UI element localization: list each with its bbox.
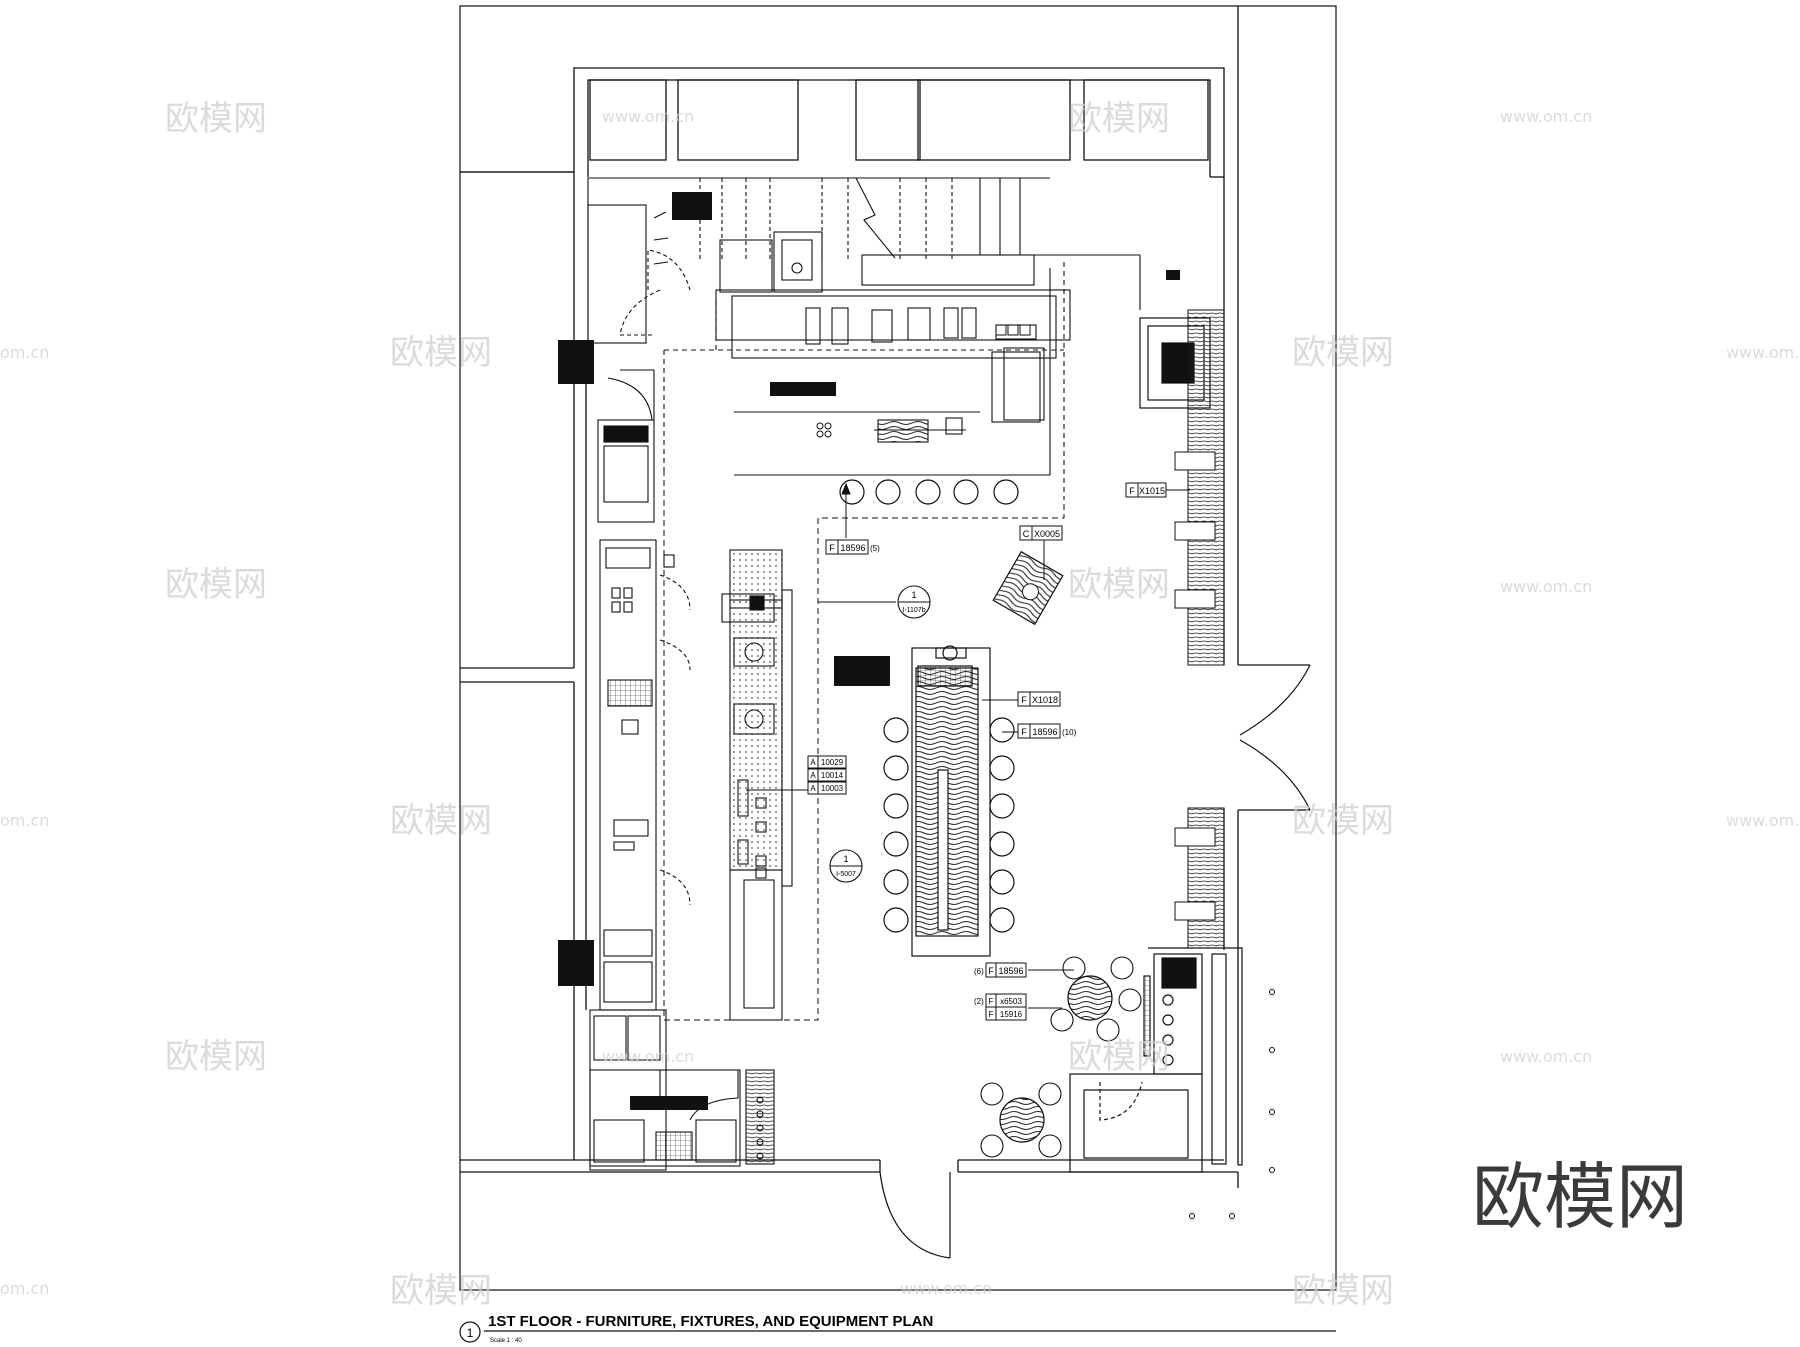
svg-text:om.cn: om.cn bbox=[0, 1279, 49, 1298]
tag-qty: (6) bbox=[974, 967, 984, 976]
section-number: 1 bbox=[843, 854, 848, 864]
tag-letter: F bbox=[1021, 727, 1027, 737]
section-mark-1107b: 1 I-1107b bbox=[897, 585, 931, 619]
central-prep-counter bbox=[721, 549, 793, 1021]
tag-letter: F bbox=[989, 1010, 994, 1019]
svg-text:www.om.cn: www.om.cn bbox=[1726, 811, 1800, 830]
wall-shelving-right bbox=[1174, 309, 1225, 949]
exterior-bollards bbox=[1189, 989, 1275, 1219]
svg-text:欧模网: 欧模网 bbox=[1292, 801, 1394, 841]
kitchen-black-fixtures bbox=[630, 192, 1180, 1110]
tag-code: X0005 bbox=[1034, 529, 1060, 539]
tag-letter: F bbox=[1021, 695, 1027, 705]
svg-text:欧模网: 欧模网 bbox=[390, 333, 492, 373]
svg-text:om.cn: om.cn bbox=[0, 343, 49, 362]
round-table-upper bbox=[1050, 956, 1142, 1042]
tag-f-x1018: F X1018 bbox=[1017, 691, 1061, 707]
floor-marker-block bbox=[834, 656, 890, 686]
tag-a-10014: A 10014 bbox=[807, 768, 847, 782]
tag-letter: F bbox=[989, 997, 994, 1006]
brand-logo: 欧模网 bbox=[1472, 1155, 1688, 1239]
tag-code: 15916 bbox=[1000, 1010, 1023, 1019]
tag-letter: F bbox=[988, 966, 994, 976]
svg-text:www.om.cn: www.om.cn bbox=[1500, 577, 1592, 596]
tag-letter: F bbox=[1129, 486, 1135, 496]
structural-columns bbox=[558, 340, 594, 986]
svg-text:欧模网: 欧模网 bbox=[1292, 1271, 1394, 1311]
kitchen-sink-island bbox=[816, 324, 1031, 438]
section-mark-5007: 1 I-5007 bbox=[829, 849, 863, 883]
svg-text:欧模网: 欧模网 bbox=[390, 801, 492, 841]
section-sheet: I-5007 bbox=[836, 871, 856, 878]
tag-code: 18596 bbox=[998, 966, 1023, 976]
tag-a-10029: A 10029 bbox=[807, 755, 847, 769]
svg-text:www.om.cn: www.om.cn bbox=[602, 107, 694, 126]
svg-text:www.om.cn: www.om.cn bbox=[1726, 343, 1800, 362]
communal-table[interactable] bbox=[911, 645, 991, 957]
tag-f-x1015: F X1015 bbox=[1125, 482, 1167, 498]
tag-letter: F bbox=[829, 543, 835, 553]
tag-f-x6503: (2) F x6503 bbox=[974, 993, 1027, 1008]
entrance-double-door[interactable] bbox=[1238, 664, 1311, 811]
bottom-entrance-door[interactable] bbox=[879, 1171, 951, 1259]
title-block: 1 1ST FLOOR - FURNITURE, FIXTURES, AND E… bbox=[459, 1313, 1336, 1344]
tag-c-x0005: C X0005 bbox=[1019, 525, 1063, 541]
svg-text:欧模网: 欧模网 bbox=[1068, 99, 1170, 139]
tag-qty: (5) bbox=[870, 544, 880, 553]
bar-stools bbox=[839, 479, 1019, 505]
svg-text:om.cn: om.cn bbox=[0, 811, 49, 830]
tag-code: X1015 bbox=[1139, 486, 1165, 496]
tag-code: 10003 bbox=[821, 784, 844, 793]
tag-qty: (10) bbox=[1062, 728, 1077, 737]
tag-letter: A bbox=[810, 784, 816, 793]
svg-text:欧模网: 欧模网 bbox=[1068, 1037, 1170, 1077]
kitchen-area bbox=[587, 177, 1141, 500]
tag-letter: A bbox=[810, 771, 816, 780]
pastry-counter bbox=[1069, 947, 1243, 1173]
svg-text:欧模网: 欧模网 bbox=[165, 99, 267, 139]
back-of-house bbox=[589, 1009, 775, 1171]
section-sheet: I-1107b bbox=[902, 607, 925, 614]
svg-text:欧模网: 欧模网 bbox=[1292, 333, 1394, 373]
sheet-border bbox=[459, 5, 1337, 1291]
building-walls bbox=[460, 6, 1239, 1188]
section-number: 1 bbox=[911, 590, 916, 600]
tag-code: 18596 bbox=[1032, 727, 1057, 737]
svg-text:欧模网: 欧模网 bbox=[165, 1037, 267, 1077]
leader-lines bbox=[746, 482, 1190, 1009]
svg-text:www.om.cn: www.om.cn bbox=[602, 1047, 694, 1066]
view-number: 1 bbox=[467, 1326, 474, 1340]
svg-text:www.om.cn: www.om.cn bbox=[1500, 107, 1592, 126]
tag-f-15916: F 15916 bbox=[985, 1006, 1027, 1021]
round-table-lower bbox=[980, 1082, 1062, 1158]
tag-letter: C bbox=[1023, 529, 1030, 539]
svg-text:www.om.cn: www.om.cn bbox=[900, 1279, 992, 1298]
left-back-counter bbox=[597, 369, 691, 1011]
svg-text:www.om.cn: www.om.cn bbox=[1500, 1047, 1592, 1066]
tag-code: 10029 bbox=[821, 758, 844, 767]
tag-f-18596-c: (6) F 18596 bbox=[974, 962, 1027, 978]
tag-code: x6503 bbox=[1000, 997, 1022, 1006]
drawing-scale: Scale 1 : 40 bbox=[490, 1338, 522, 1344]
svg-text:欧模网: 欧模网 bbox=[390, 1271, 492, 1311]
tag-code: 18596 bbox=[840, 543, 865, 553]
tag-f-18596-b: F 18596 (10) bbox=[1017, 723, 1077, 739]
tag-letter: A bbox=[810, 758, 816, 767]
lounge-chair bbox=[992, 550, 1064, 626]
communal-stools bbox=[883, 717, 1015, 933]
tag-qty: (2) bbox=[974, 997, 984, 1006]
svg-text:欧模网: 欧模网 bbox=[165, 565, 267, 605]
drawing-title: 1ST FLOOR - FURNITURE, FIXTURES, AND EQU… bbox=[488, 1313, 933, 1330]
tag-code: 10014 bbox=[821, 771, 844, 780]
tag-f-18596-a: F 18596 (5) bbox=[825, 539, 880, 555]
tag-code: X1018 bbox=[1032, 695, 1058, 705]
tag-a-10003: A 10003 bbox=[807, 781, 847, 795]
upper-left-storage bbox=[647, 211, 691, 291]
watermarks: 欧模网 www.om.cn 欧模网 www.om.cn om.cn 欧模网 欧模… bbox=[0, 99, 1800, 1311]
svg-text:欧模网: 欧模网 bbox=[1068, 565, 1170, 605]
